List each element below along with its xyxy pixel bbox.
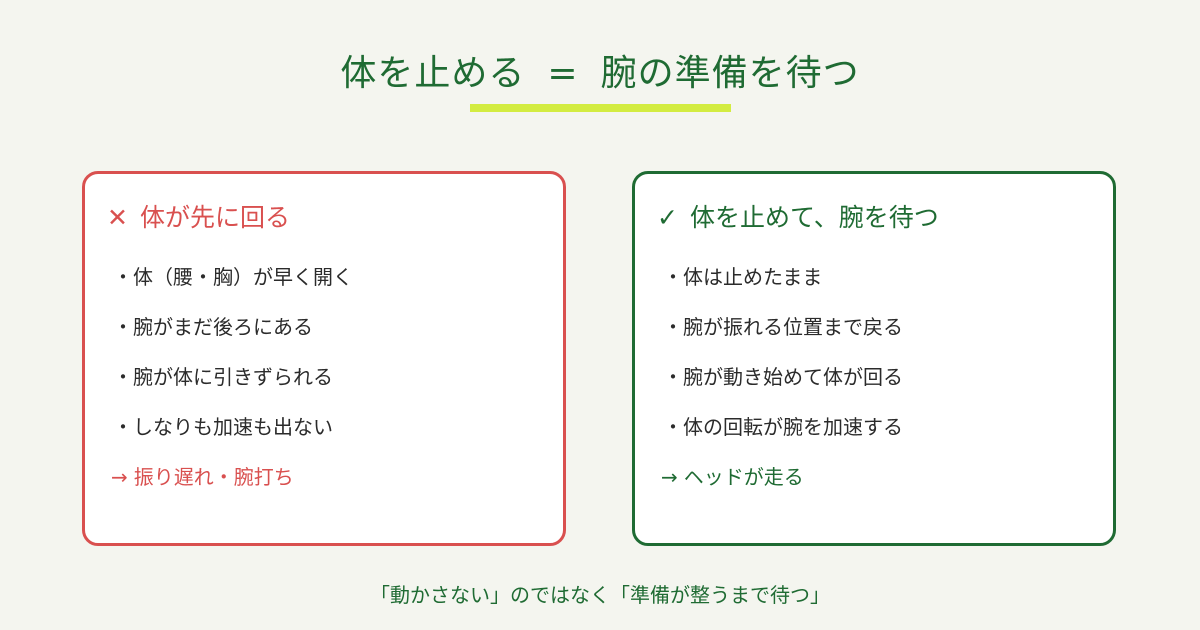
bullet-icon: ・	[663, 315, 683, 339]
arrow-right-icon: →	[661, 465, 678, 489]
title-underline	[470, 104, 731, 112]
list-item: ・腕がまだ後ろにある	[113, 312, 353, 362]
bullet-icon: ・	[113, 415, 133, 439]
good-example-card: ✓ 体を止めて、腕を待つ ・体は止めたまま ・腕が振れる位置まで戻る ・腕が動き始…	[632, 171, 1116, 546]
list-item: ・腕が振れる位置まで戻る	[663, 312, 903, 362]
cross-icon: ✕	[107, 203, 128, 232]
bad-card-heading: ✕ 体が先に回る	[107, 202, 290, 234]
footer-caption: 「動かさない」のではなく「準備が整うまで待つ」	[370, 583, 830, 607]
bad-card-list: ・体（腰・胸）が早く開く ・腕がまだ後ろにある ・腕が体に引きずられる ・しなり…	[113, 262, 353, 462]
bullet-icon: ・	[113, 315, 133, 339]
list-item: ・体（腰・胸）が早く開く	[113, 262, 353, 312]
title-equals: =	[547, 53, 579, 94]
page-title: 体を止める = 腕の準備を待つ	[0, 50, 1200, 98]
list-item: ・腕が動き始めて体が回る	[663, 362, 903, 412]
bullet-icon: ・	[113, 365, 133, 389]
bad-example-card: ✕ 体が先に回る ・体（腰・胸）が早く開く ・腕がまだ後ろにある ・腕が体に引きず…	[82, 171, 566, 546]
good-result-text: ヘッドが走る	[683, 465, 804, 489]
good-card-heading: ✓ 体を止めて、腕を待つ	[657, 202, 939, 234]
check-icon: ✓	[657, 203, 678, 232]
good-card-list: ・体は止めたまま ・腕が振れる位置まで戻る ・腕が動き始めて体が回る ・体の回転…	[663, 262, 903, 462]
list-item: ・腕が体に引きずられる	[113, 362, 353, 412]
bad-result-text: 振り遅れ・腕打ち	[133, 465, 294, 489]
bad-card-result: →振り遅れ・腕打ち	[111, 462, 294, 492]
good-card-result: →ヘッドが走る	[661, 462, 804, 492]
bullet-icon: ・	[663, 415, 683, 439]
arrow-right-icon: →	[111, 465, 128, 489]
bullet-icon: ・	[663, 365, 683, 389]
title-right: 腕の準備を待つ	[600, 53, 860, 94]
title-left: 体を止める	[340, 53, 526, 94]
good-card-title: 体を止めて、腕を待つ	[689, 203, 939, 232]
bullet-icon: ・	[113, 265, 133, 289]
bad-card-title: 体が先に回る	[139, 203, 290, 232]
bullet-icon: ・	[663, 265, 683, 289]
list-item: ・しなりも加速も出ない	[113, 412, 353, 462]
list-item: ・体の回転が腕を加速する	[663, 412, 903, 462]
list-item: ・体は止めたまま	[663, 262, 903, 312]
